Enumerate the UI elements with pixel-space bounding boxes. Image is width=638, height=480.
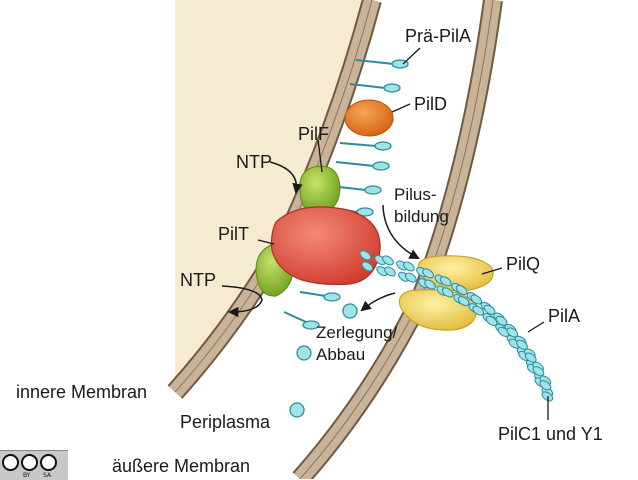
pilus-fiber <box>359 250 554 402</box>
ntp-arrow-top <box>269 161 303 195</box>
cc-by-label: BY <box>23 472 31 479</box>
free-pilins <box>289 303 358 418</box>
leader-pilt <box>257 239 275 245</box>
pilin-subunit <box>361 261 374 272</box>
share-alike-icon <box>40 454 57 471</box>
pilin-subunit <box>422 268 434 279</box>
pilin-subunit <box>439 276 452 287</box>
pilin-subunit <box>441 287 454 298</box>
label-pild: PilD <box>414 94 447 114</box>
label-pilt: PilT <box>218 224 249 244</box>
pilin-subunit <box>457 296 470 307</box>
pilus-assembly-arrow <box>382 204 420 259</box>
cc-icon <box>2 454 19 471</box>
pilin-subunit <box>455 284 468 296</box>
pilin-subunit <box>424 279 436 290</box>
label-zerlegung-line1: Zerlegung/ <box>316 323 398 342</box>
pilin-subunit <box>472 305 485 316</box>
pilin-subunit <box>539 380 552 391</box>
pilin-subunit <box>384 266 396 277</box>
pilt-protein <box>270 206 381 286</box>
label-zerlegung-line2: Abbau <box>316 345 365 364</box>
pilin-subunit <box>541 391 554 402</box>
label-innere-membran: innere Membran <box>16 382 147 402</box>
label-pilc1: PilC1 und Y1 <box>498 424 603 444</box>
cc-license-badge: BY SA <box>0 450 68 480</box>
pild-protein <box>344 99 394 137</box>
label-periplasma: Periplasma <box>180 412 271 432</box>
pilin-subunit <box>524 352 537 363</box>
pilin-subunit <box>382 255 394 266</box>
pilin-subunit <box>532 366 545 377</box>
label-pilus-line1: Pilus- <box>394 185 437 204</box>
label-aeussere-membran: äußere Membran <box>112 456 250 476</box>
leader-pild <box>391 103 411 113</box>
label-pilf: PilF <box>298 124 329 144</box>
ntp-arrow-bottom <box>221 285 263 318</box>
cytoplasm-region <box>175 0 372 392</box>
cc-sa-label: SA <box>43 472 52 479</box>
pilin-subunit <box>403 261 415 272</box>
leader-pilf <box>317 139 323 173</box>
label-pila: PilA <box>548 306 580 326</box>
leader-pre-pila <box>402 47 421 65</box>
leader-pila <box>527 321 545 333</box>
disassembly-arrow <box>360 292 396 312</box>
label-pre-pila: Prä-PilA <box>405 26 471 46</box>
leader-pilq <box>481 267 503 275</box>
pilin-subunit <box>516 339 528 350</box>
label-pilus-line2: bildung <box>394 207 449 226</box>
label-pilq: PilQ <box>506 254 540 274</box>
pilin-subunit <box>359 250 372 261</box>
pilin-subunit <box>470 294 483 305</box>
person-icon <box>21 454 38 471</box>
label-ntp-bottom: NTP <box>180 270 216 290</box>
label-ntp-top: NTP <box>236 152 272 172</box>
pilin-subunit <box>405 272 417 283</box>
